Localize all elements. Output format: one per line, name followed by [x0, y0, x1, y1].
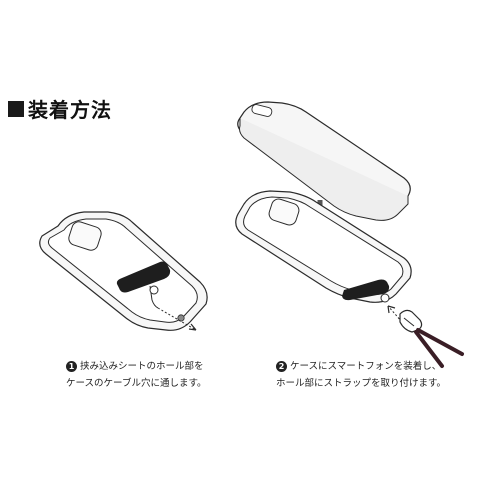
step2-phone-camera	[251, 104, 273, 117]
step1-ring	[149, 285, 159, 295]
step2-phone-side	[239, 118, 409, 221]
step2-up-arrow	[387, 305, 403, 323]
step2-ring	[380, 293, 390, 303]
step1-arrow	[157, 307, 197, 331]
step2-camera-cutout	[268, 198, 300, 226]
step2-strap-band1	[416, 328, 464, 356]
step1-line2: ケースのケーブル穴に通します。	[66, 378, 207, 389]
step2-line2: ホール部にストラップを取り付けます。	[276, 378, 447, 389]
step1-arrowhead	[188, 323, 197, 331]
step2-illustration	[235, 101, 464, 368]
step2-sheet	[342, 279, 390, 301]
step2-strap-band2	[414, 330, 444, 368]
step1-illustration	[39, 211, 208, 331]
section-title: 装着方法	[8, 94, 112, 123]
step2-up-arrowhead	[387, 305, 396, 314]
step1-sheet	[116, 261, 171, 293]
page-title: 装着方法	[28, 98, 112, 122]
step1-camera-cutout	[68, 221, 102, 251]
step1-hole	[177, 314, 185, 322]
step2-strap-clasp	[399, 309, 423, 333]
step1-number: 1	[66, 361, 77, 372]
title-square-icon	[8, 100, 24, 117]
step2-clasp-gate	[403, 317, 415, 327]
step2-number: 2	[276, 361, 287, 372]
step1-line1: 挟み込みシートのホール部を	[80, 361, 204, 372]
step2-line1: ケースにスマートフォンを装着し、	[290, 361, 442, 372]
step1-tether	[149, 285, 159, 309]
